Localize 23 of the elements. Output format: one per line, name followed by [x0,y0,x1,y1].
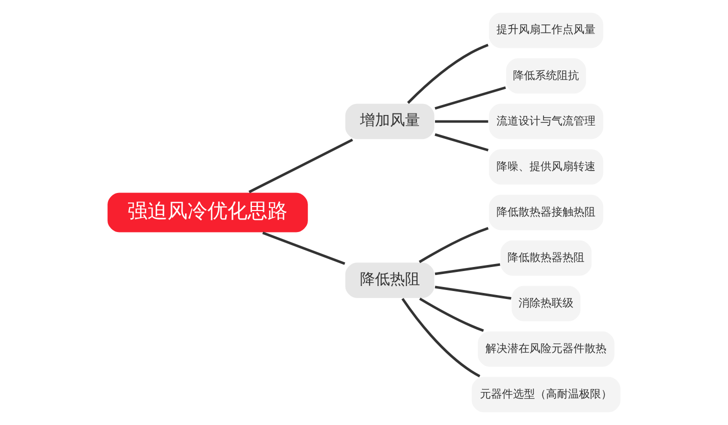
node-box: 强迫风冷优化思路 [106,192,309,234]
node-box: 元器件选型（高耐温极限） [470,376,622,414]
connector [434,133,489,152]
node-box: 流道设计与气流管理 [488,102,604,140]
connector [248,138,354,194]
node-box: 降低热阻 [344,262,436,299]
node-box: 降低散热器热阻 [500,239,593,277]
connector [401,298,480,378]
node-box: 提升风扇工作点风量 [488,12,604,50]
node-box: 降低系统阻抗 [505,57,588,95]
connector [434,86,506,110]
connector [434,286,512,300]
node-box: 解决潜在风险元器件散热 [476,330,616,368]
node-box: 增加风量 [344,102,436,140]
connector [418,227,489,264]
node-box: 降噪、提供风扇转速 [488,148,604,186]
connector [407,44,489,104]
connector [435,120,488,123]
node-box: 降低散热器接触热阻 [488,194,604,232]
connector [419,298,484,332]
connector [262,232,346,265]
connector [434,263,500,276]
node-box: 消除热联级 [510,284,582,322]
